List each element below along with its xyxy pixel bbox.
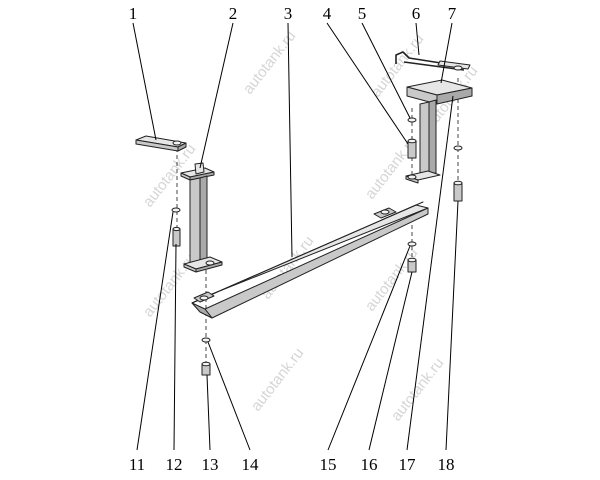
callout-6: 6 [412,4,421,23]
callout-18: 18 [438,455,455,474]
callout-14: 14 [242,455,260,474]
watermark: autotank.ru [240,28,300,98]
callout-17: 17 [399,455,417,474]
right-support-post [405,79,473,184]
callout-11: 11 [129,455,145,474]
bolt-18 [453,180,463,202]
nut-16 [407,257,417,273]
fasteners [171,117,463,376]
callout-15: 15 [320,455,337,474]
leader-lines [132,22,459,451]
callout-16: 16 [361,455,378,474]
callout-12: 12 [166,455,183,474]
bolt-12 [172,226,181,247]
flat-bracket-strip [135,135,187,152]
bolt-4 [407,138,417,159]
nut-13 [201,361,211,376]
callout-2: 2 [229,4,238,23]
callout-labels: 1 2 3 4 5 6 7 11 12 13 14 15 16 17 18 [129,4,457,474]
callout-1: 1 [129,4,138,23]
callout-7: 7 [448,4,457,23]
washer-11 [171,207,181,213]
washer-5 [407,117,417,123]
callout-5: 5 [358,4,367,23]
handle-rod [395,51,471,71]
cross-beam [191,201,429,319]
left-support-post [180,162,223,273]
washer-14 [201,337,211,343]
watermark: autotank.ru [248,345,308,415]
assembly-axes [176,78,459,372]
washer-17 [453,145,463,151]
callout-13: 13 [202,455,219,474]
washer-15 [407,241,417,247]
callout-4: 4 [323,4,332,23]
callout-3: 3 [284,4,293,23]
